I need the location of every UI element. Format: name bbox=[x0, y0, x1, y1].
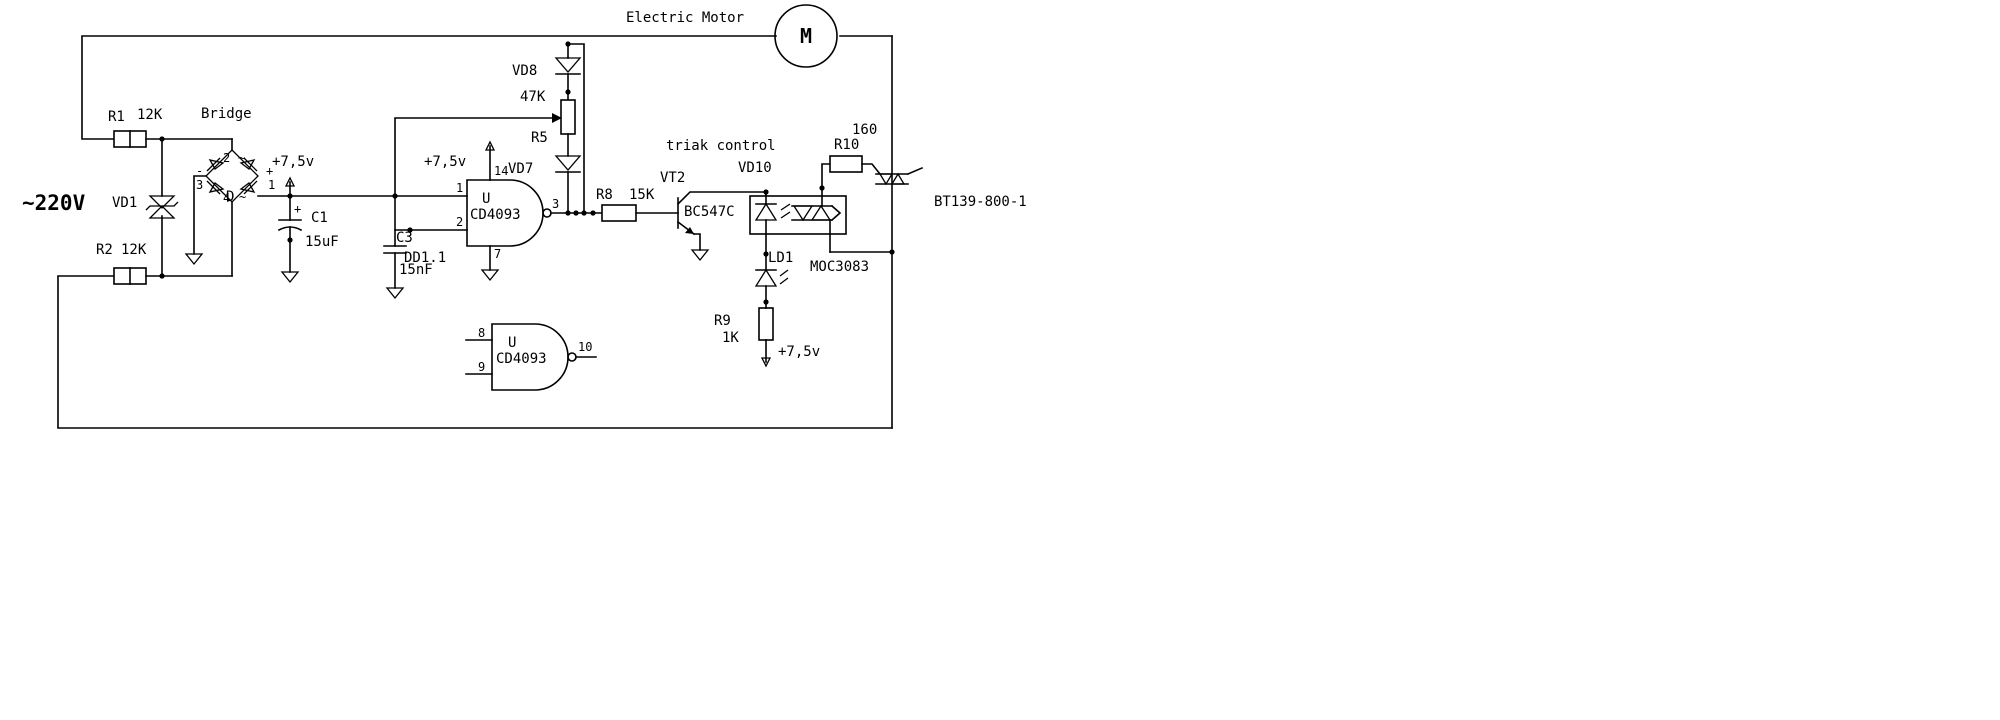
ground-bridge bbox=[184, 253, 204, 266]
gate2-pin10: 10 bbox=[578, 340, 592, 354]
r1-label: R1 bbox=[108, 109, 125, 125]
potentiometer-r5 bbox=[560, 99, 576, 135]
led-ld1 bbox=[754, 268, 778, 287]
optocoupler-moc3083: VD10 MOC3083 bbox=[738, 160, 869, 275]
diode-vd7 bbox=[554, 155, 582, 171]
vd10-label: VD10 bbox=[738, 160, 772, 176]
frame-wiring bbox=[57, 35, 893, 429]
driver-stage: R8 15K VT2 BC547C triak control bbox=[596, 138, 776, 262]
supply-arrow-c1 bbox=[284, 176, 296, 187]
bridge-pin-1: 1 bbox=[268, 178, 275, 192]
r2-value: 12K bbox=[121, 242, 147, 258]
nand-gate-dd1-1: U CD4093 1 2 +7,5v 14 7 3 bbox=[394, 140, 603, 282]
c1-label: C1 bbox=[311, 210, 328, 226]
gate2-pin8: 8 bbox=[478, 326, 485, 340]
indicator-led: LD1 R9 1K +7,5v bbox=[714, 250, 820, 368]
motor-symbol bbox=[774, 4, 838, 68]
supply-label-c1: +7,5v bbox=[272, 154, 314, 170]
vt2-type: BC547C bbox=[684, 204, 735, 220]
electric-motor: M Electric Motor bbox=[626, 4, 838, 68]
gate1-pin3: 3 bbox=[552, 197, 559, 211]
supply-label-led: +7,5v bbox=[778, 344, 820, 360]
triac-bt139 bbox=[878, 173, 894, 186]
r8-label: R8 bbox=[596, 187, 613, 203]
vd1-zener-diode bbox=[148, 195, 176, 209]
resistor-r8 bbox=[601, 204, 637, 222]
r9-value: 1K bbox=[722, 330, 739, 346]
mains-input: ~220V R1 12K R2 12K VD1 bbox=[22, 107, 233, 285]
ground-c3 bbox=[385, 287, 405, 300]
gate1-u: U bbox=[482, 191, 490, 207]
ld1-label: LD1 bbox=[768, 250, 793, 266]
r9-label: R9 bbox=[714, 313, 731, 329]
ground-c1 bbox=[280, 271, 300, 284]
mains-voltage-label: ~220V bbox=[22, 191, 86, 215]
gate2-inverter-bubble bbox=[567, 352, 577, 362]
bridge-label: Bridge bbox=[201, 106, 252, 122]
c1-plus: + bbox=[294, 202, 301, 216]
gate1-pin2: 2 bbox=[456, 215, 463, 229]
bridge-ac-top: ~ bbox=[238, 151, 245, 165]
r2-label: R2 bbox=[96, 242, 113, 258]
vd10-led bbox=[754, 202, 778, 221]
r10-label: R10 bbox=[834, 137, 859, 153]
moc-label: MOC3083 bbox=[810, 259, 869, 275]
bridge-pin-3: 3 bbox=[196, 178, 203, 192]
vd1-label: VD1 bbox=[112, 195, 137, 211]
nand-gate-spare: U CD4093 8 9 10 bbox=[465, 323, 597, 391]
opto-triac bbox=[792, 205, 814, 222]
gate2-u: U bbox=[508, 335, 516, 351]
gate2-pin9: 9 bbox=[478, 360, 485, 374]
bridge-pin-4: 4 bbox=[223, 191, 230, 205]
resistor-r10 bbox=[829, 155, 863, 173]
optocoupler-box bbox=[749, 195, 847, 235]
gate2-type: CD4093 bbox=[496, 351, 547, 367]
vt2-label: VT2 bbox=[660, 170, 685, 186]
bridge-minus: - bbox=[196, 164, 203, 178]
bridge-rectifier: Bridge D 2 ~ 3 - 1 + 4 ~ bbox=[184, 106, 275, 277]
diode-vd8 bbox=[554, 57, 582, 73]
c1-value: 15uF bbox=[305, 234, 339, 250]
bridge-ref: D bbox=[226, 189, 234, 205]
gate1-ref: DD1.1 bbox=[404, 250, 446, 266]
r8-value: 15K bbox=[629, 187, 655, 203]
supply-label-gate1: +7,5v bbox=[424, 154, 466, 170]
gate1-pin14: 14 bbox=[494, 164, 508, 178]
triac-label: BT139-800-1 bbox=[934, 194, 1027, 210]
r5-value: 47K bbox=[520, 89, 546, 105]
ground-gate1 bbox=[480, 269, 500, 282]
supply-filter: +7,5v + C1 15uF bbox=[257, 154, 396, 284]
vd8-label: VD8 bbox=[512, 63, 537, 79]
supply-arrow-gate1 bbox=[484, 140, 496, 151]
gate1-type: CD4093 bbox=[470, 207, 521, 223]
timing-network: C3 15nF DD1.1 VD8 47K R5 VD7 bbox=[383, 41, 585, 300]
supply-arrow-led bbox=[760, 357, 772, 368]
r5-wiper-arrow bbox=[552, 113, 562, 123]
motor-letter: M bbox=[800, 24, 812, 48]
triac-control-label: triak control bbox=[666, 138, 776, 154]
bridge-plus: + bbox=[266, 164, 273, 178]
motor-title: Electric Motor bbox=[626, 10, 744, 26]
gate1-inverter-bubble bbox=[542, 208, 552, 218]
vd7-label: VD7 bbox=[508, 161, 533, 177]
power-triac-stage: R10 160 BT139-800-1 bbox=[819, 122, 1027, 255]
r1-value: 12K bbox=[137, 107, 163, 123]
r10-value: 160 bbox=[852, 122, 877, 138]
gate1-pin7: 7 bbox=[494, 247, 501, 261]
c3-label: C3 bbox=[396, 230, 413, 246]
bridge-pin-2: 2 bbox=[223, 151, 230, 165]
r5-label: R5 bbox=[531, 130, 548, 146]
resistor-r9 bbox=[758, 307, 774, 341]
gate1-pin1: 1 bbox=[456, 181, 463, 195]
c3-value: 15nF bbox=[399, 262, 433, 278]
ground-vt2 bbox=[690, 249, 710, 262]
bridge-ac-bottom: ~ bbox=[239, 190, 246, 204]
